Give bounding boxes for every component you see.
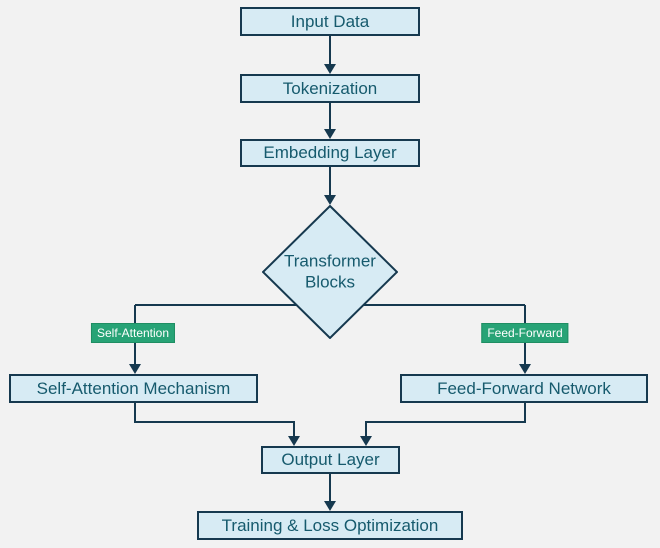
arrowhead: [324, 64, 336, 74]
node-self-attention-mechanism: Self-Attention Mechanism: [9, 374, 258, 403]
edge-label-self-attention: Self-Attention: [90, 323, 176, 344]
node-self-attention-mechanism-label: Self-Attention Mechanism: [36, 378, 231, 398]
arrowhead: [324, 195, 336, 205]
node-feed-forward-network: Feed-Forward Network: [400, 374, 648, 403]
node-training-loss-optimization-label: Training & Loss Optimization: [221, 515, 439, 535]
arrowhead: [324, 501, 336, 511]
node-transformer-blocks-label: Transformer Blocks: [284, 251, 376, 291]
node-embedding-layer: Embedding Layer: [240, 139, 420, 167]
node-feed-forward-network-label: Feed-Forward Network: [437, 378, 611, 398]
edge-selfattn-to-output: [134, 402, 295, 438]
node-tokenization: Tokenization: [240, 74, 420, 103]
node-output-layer: Output Layer: [261, 446, 400, 474]
node-input-data-label: Input Data: [290, 11, 370, 31]
arrowhead: [324, 129, 336, 139]
edge-ffn-to-output: [365, 402, 526, 438]
arrowhead: [129, 364, 141, 374]
node-tokenization-label: Tokenization: [282, 78, 378, 98]
arrowhead: [288, 436, 300, 446]
node-training-loss-optimization: Training & Loss Optimization: [197, 511, 463, 540]
node-input-data: Input Data: [240, 7, 420, 36]
node-embedding-layer-label: Embedding Layer: [263, 143, 397, 162]
edge-label-feed-forward: Feed-Forward: [481, 323, 569, 344]
diamond-shape: [262, 205, 398, 339]
arrowhead: [360, 436, 372, 446]
arrowhead: [519, 364, 531, 374]
node-transformer-blocks: Transformer Blocks: [262, 205, 398, 339]
node-output-layer-label: Output Layer: [281, 450, 380, 469]
